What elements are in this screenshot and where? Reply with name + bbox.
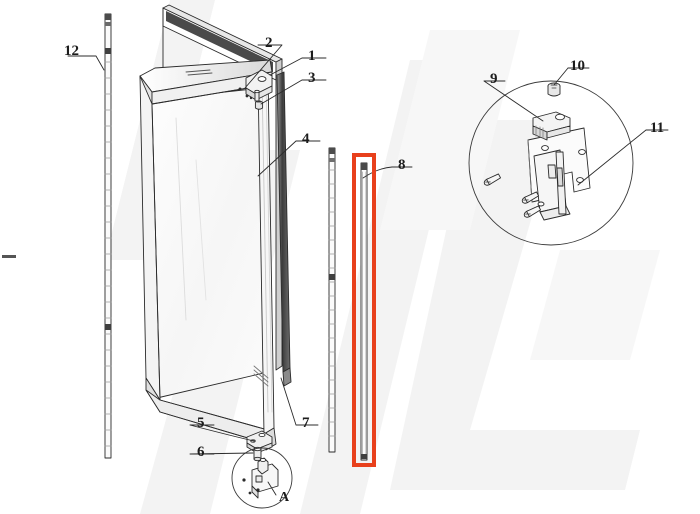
part-4-rod: [328, 147, 336, 453]
callout-label-4[interactable]: 4: [302, 131, 310, 147]
detail-circle-a: [231, 447, 293, 509]
part-8-rod: [360, 162, 368, 461]
callout-label-10[interactable]: 10: [570, 58, 585, 74]
callout-label-1[interactable]: 1: [308, 48, 316, 64]
callout-label-6[interactable]: 6: [197, 444, 205, 460]
callout-label-12[interactable]: 12: [64, 43, 79, 59]
left-margin-tick: [2, 255, 16, 258]
callout-label-2[interactable]: 2: [265, 35, 273, 51]
callout-label-3[interactable]: 3: [308, 70, 316, 86]
hinge-cam-block: [532, 111, 571, 141]
detail-label-a[interactable]: A: [279, 490, 290, 505]
callout-label-8[interactable]: 8: [398, 157, 406, 173]
callout-label-9[interactable]: 9: [490, 71, 498, 87]
callout-label-5[interactable]: 5: [197, 415, 205, 431]
hinge-bushing: [254, 100, 264, 110]
lower-hinge-pin: [253, 446, 262, 462]
leader-lines: [67, 44, 669, 496]
callout-label-11[interactable]: 11: [650, 120, 665, 136]
hinge-mounting-dots: [238, 87, 253, 100]
hinge-loose-screws: [483, 173, 541, 218]
part-12-rod: [104, 13, 112, 459]
hinge-pin-screw: [547, 82, 561, 97]
upper-hinge-plate: [245, 69, 273, 102]
callout-label-7[interactable]: 7: [302, 415, 310, 431]
door-gasket: [276, 71, 292, 387]
hinge-plate-bracket: [527, 127, 591, 221]
hinge-detail-circle-outline: [468, 80, 634, 246]
door-rear-frame: [162, 4, 283, 371]
